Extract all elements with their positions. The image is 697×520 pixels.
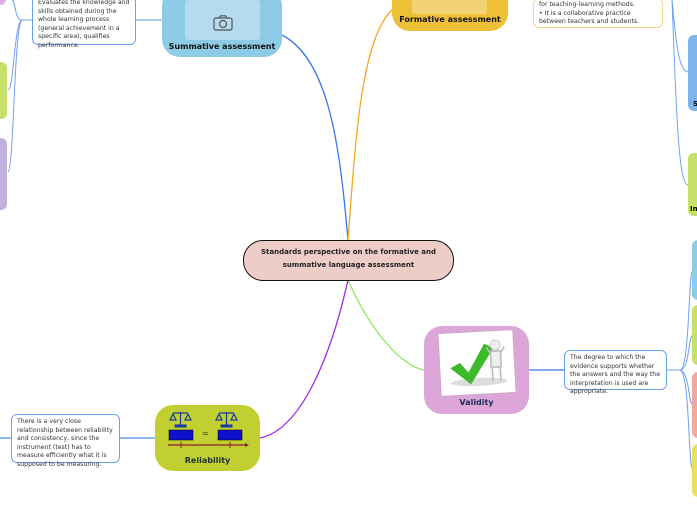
balance-scales-image <box>168 412 249 448</box>
formative-label: Formative assessment <box>399 15 501 24</box>
reliability-label: Reliability <box>184 456 231 465</box>
central-topic[interactable]: Standards perspective on the formative a… <box>243 240 454 281</box>
validity-node[interactable]: Validity <box>424 326 529 414</box>
summative-note-text: Evaluates the knowledge and skills obtai… <box>38 0 130 49</box>
partial-node-green-top[interactable]: In <box>688 153 697 216</box>
partial-node-label: In <box>690 205 697 213</box>
partial-node-purple[interactable] <box>0 138 7 210</box>
partial-node-label: S <box>693 100 697 108</box>
formative-note-line: for teaching-learning methods. <box>539 1 635 8</box>
validity-image <box>438 330 516 396</box>
partial-node-pink[interactable] <box>692 372 697 438</box>
partial-node-green[interactable] <box>692 305 697 365</box>
validity-note[interactable]: The degree to which the evidence support… <box>564 350 667 395</box>
validity-note-text: The degree to which the evidence support… <box>570 354 661 396</box>
camera-icon <box>213 15 233 31</box>
formative-note-line: • It is a collaborative practice between… <box>539 9 640 26</box>
reliability-note-text: There is a very close relationship betwe… <box>17 418 113 468</box>
central-topic-line: Standards perspective on the formative a… <box>261 248 436 256</box>
partial-node-blue-top[interactable]: S <box>688 35 697 111</box>
summative-image <box>185 0 260 40</box>
reliability-note[interactable]: There is a very close relationship betwe… <box>11 414 120 468</box>
checkmark-icon <box>450 339 507 387</box>
partial-node-blue[interactable] <box>692 240 697 300</box>
central-topic-line: summative language assessment <box>282 261 415 269</box>
summative-note[interactable]: Evaluates the knowledge and skills obtai… <box>32 0 136 49</box>
formative-image <box>412 0 487 14</box>
validity-label: Validity <box>459 398 494 407</box>
formative-assessment-node[interactable]: Formative assessment <box>392 0 508 31</box>
equals-sign: = <box>202 429 209 438</box>
summative-label: Summative assessment <box>168 42 276 51</box>
summative-assessment-node[interactable]: Summative assessment <box>162 0 282 57</box>
partial-node-pink[interactable] <box>0 0 6 5</box>
partial-node-yellow[interactable] <box>692 444 697 497</box>
formative-note[interactable]: for teaching-learning methods. • It is a… <box>533 0 663 28</box>
reliability-node[interactable]: = Reliability <box>155 405 260 471</box>
partial-node-green[interactable] <box>0 62 7 119</box>
